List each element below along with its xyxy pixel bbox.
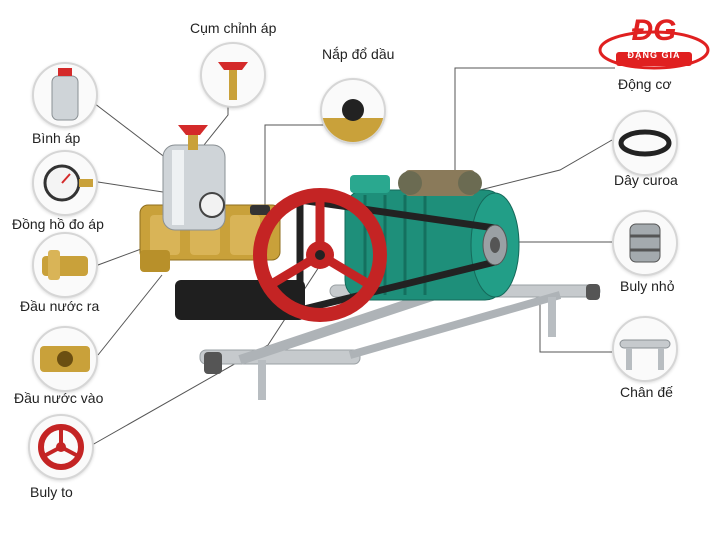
base-frame-icon xyxy=(619,339,671,370)
base-frame xyxy=(199,284,601,400)
small-pulley xyxy=(482,224,508,266)
belt-thumb xyxy=(612,110,678,176)
label-binh-ap: Bình áp xyxy=(32,130,81,146)
label-nap-do-dau: Nắp đổ dầu xyxy=(322,46,395,62)
pressure-valve-icon xyxy=(218,62,248,100)
water-outlet-thumb xyxy=(32,232,98,298)
label-dong-ho-do-ap: Đồng hồ đo áp xyxy=(12,216,104,232)
big-pulley-icon xyxy=(38,424,84,470)
leader-nap-do-dau xyxy=(264,124,340,210)
pressure-tank-icon xyxy=(51,68,79,121)
label-chan-de: Chân đế xyxy=(620,384,673,400)
brand-logo-icon xyxy=(598,30,710,70)
label-dau-nuoc-ra: Đầu nước ra xyxy=(20,298,100,314)
pressure-gauge-thumb xyxy=(32,150,98,216)
pressure-tank xyxy=(162,125,226,231)
pressure-valve-thumb xyxy=(200,42,266,108)
leader-dau-nuoc-vao xyxy=(97,274,163,356)
label-buly-to: Buly to xyxy=(30,484,73,500)
leader-lines xyxy=(84,67,615,446)
label-dong-co: Động cơ xyxy=(618,76,672,92)
pressure-tank-thumb xyxy=(32,62,98,128)
water-inlet-thumb xyxy=(32,326,98,392)
big-pulley xyxy=(253,188,387,322)
base-frame-thumb xyxy=(612,316,678,382)
small-pulley-thumb xyxy=(612,210,678,276)
label-cum-chinh-ap: Cụm chỉnh áp xyxy=(190,20,277,36)
pressure-gauge-icon xyxy=(43,164,93,202)
small-pulley-icon xyxy=(629,223,661,263)
label-day-curoa: Dây curoa xyxy=(614,172,678,188)
belt-icon xyxy=(618,129,672,157)
leader-dong-co xyxy=(454,67,615,190)
brand-logo-text: ĐG xyxy=(631,14,677,47)
brand-logo-subtext: ĐẶNG GIA xyxy=(627,50,681,60)
label-buly-nho: Buly nhỏ xyxy=(620,278,675,294)
oil-cap-thumb xyxy=(320,78,386,144)
oil-cap-icon xyxy=(322,99,384,142)
label-dau-nuoc-vao: Đầu nước vào xyxy=(14,390,104,406)
leader-chan-de xyxy=(539,300,612,353)
big-pulley-thumb xyxy=(28,414,94,480)
leader-day-curoa xyxy=(479,139,613,191)
water-outlet-icon xyxy=(42,250,88,280)
water-inlet-icon xyxy=(40,346,90,372)
leader-binh-ap xyxy=(89,99,176,166)
leader-buly-to xyxy=(91,249,331,446)
